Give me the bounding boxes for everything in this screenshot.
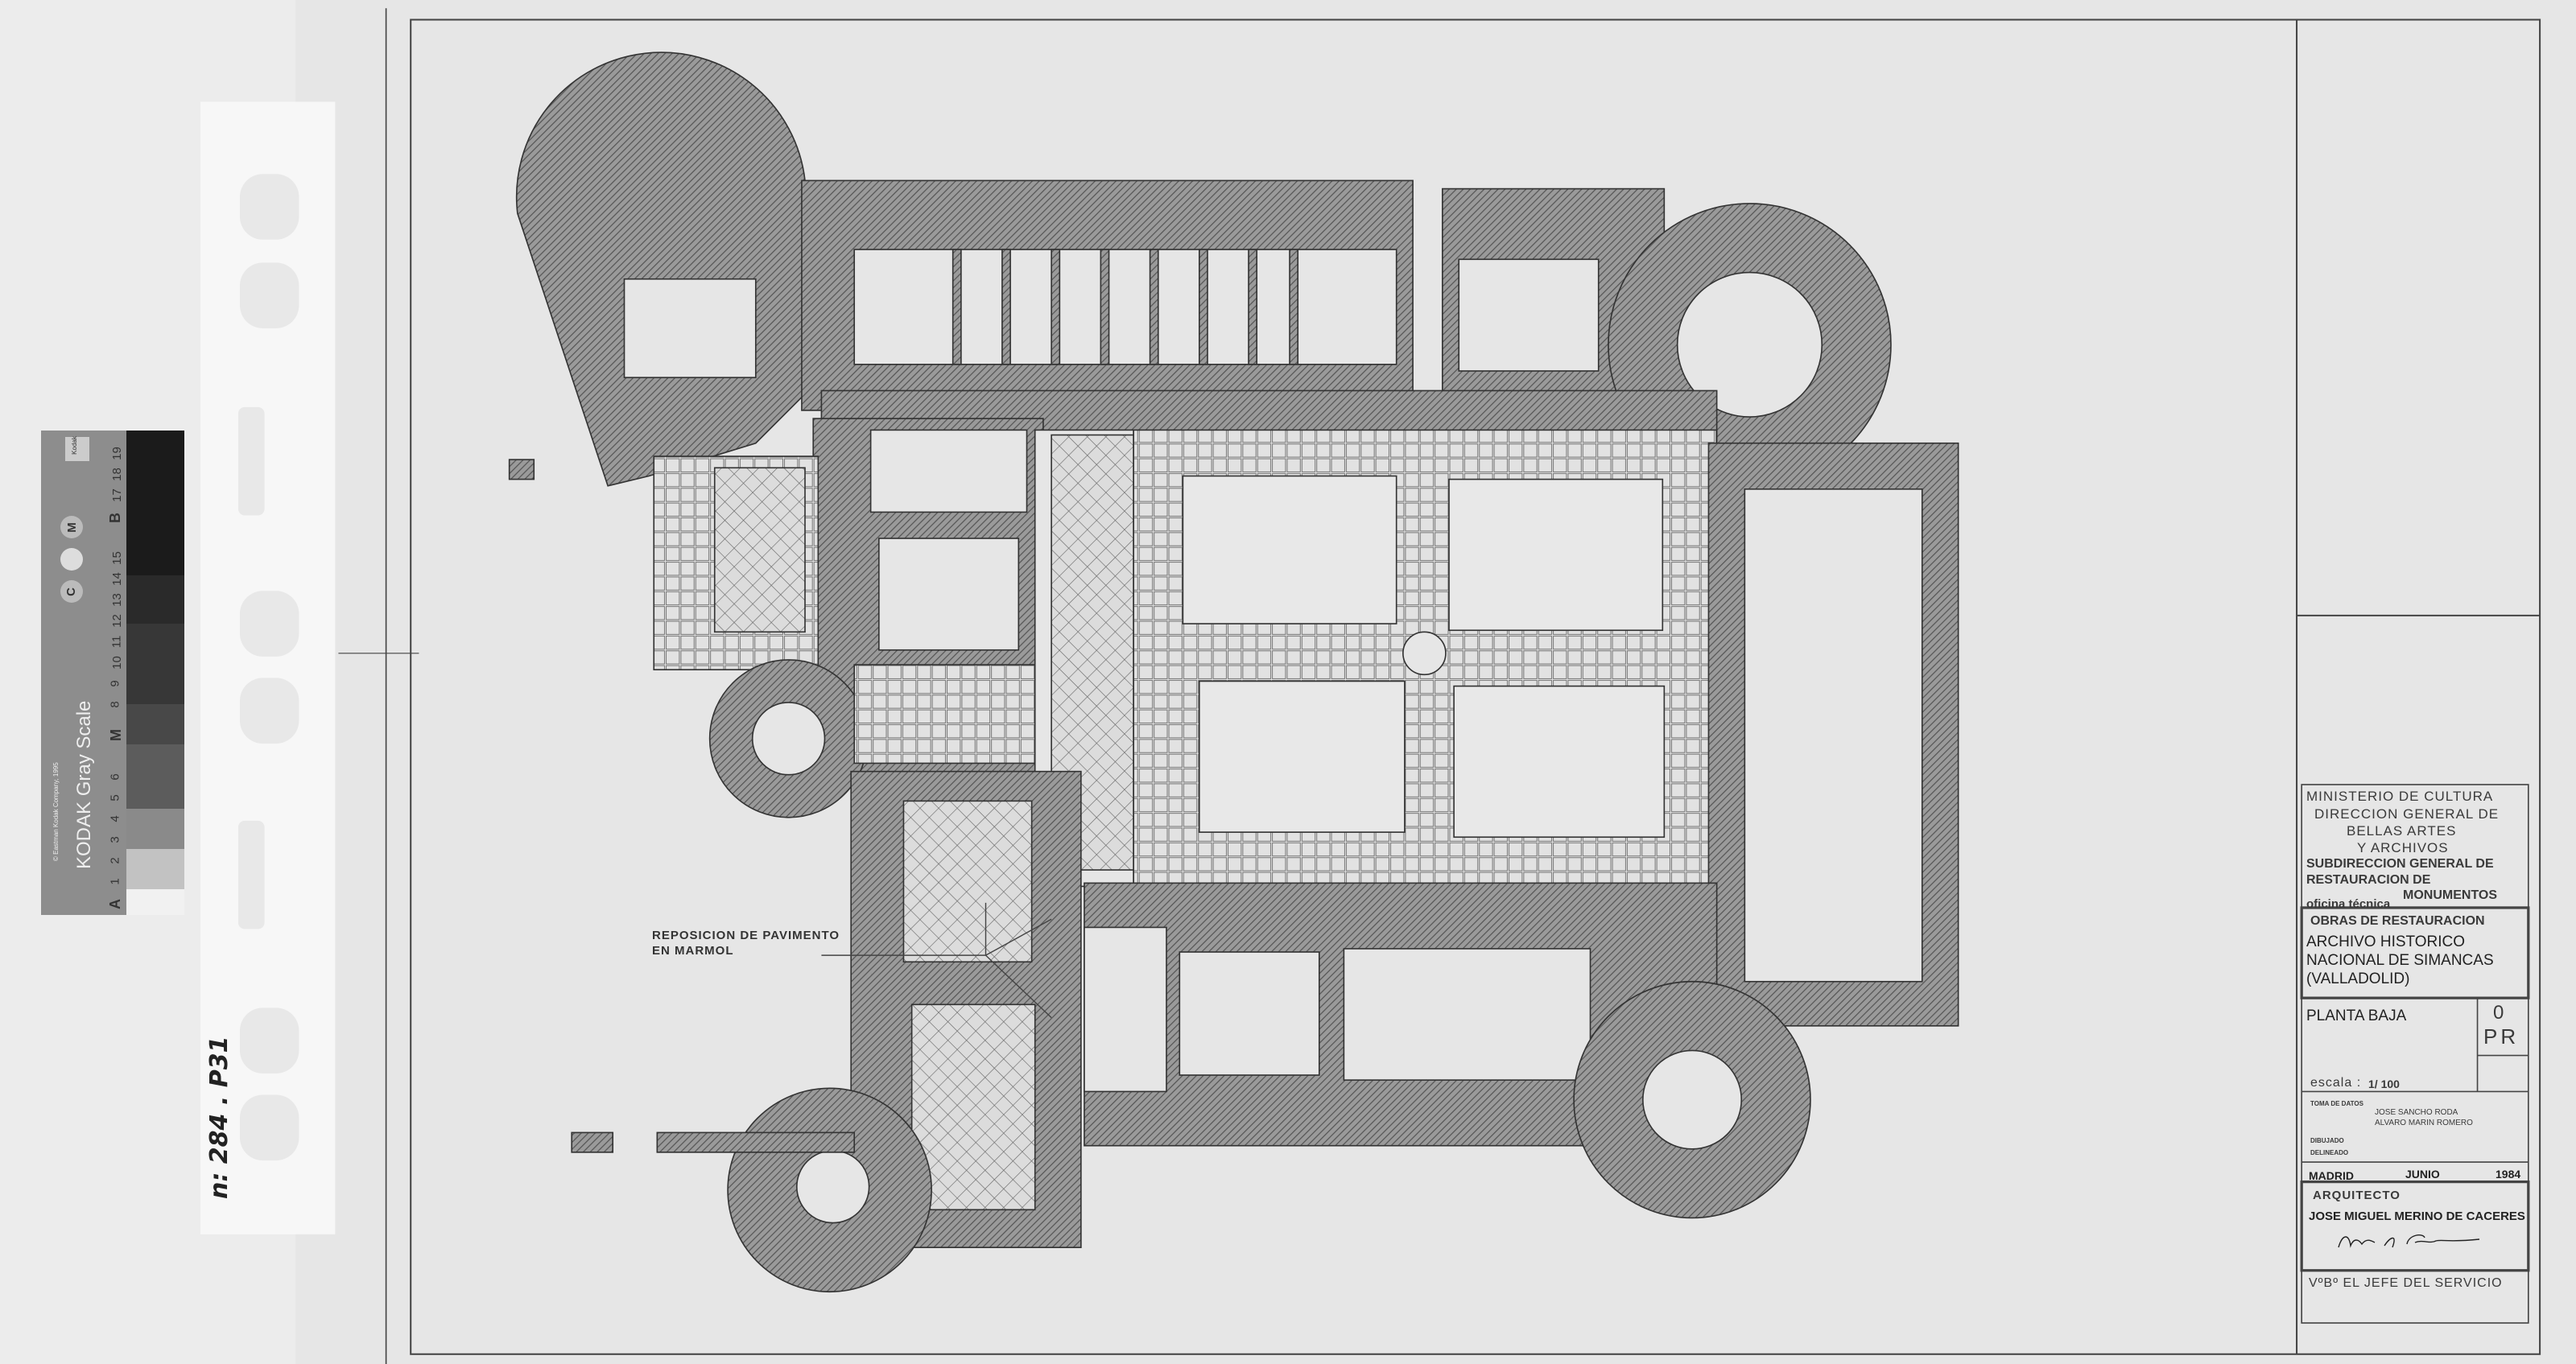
works-heading: OBRAS DE RESTAURACION: [2310, 914, 2485, 928]
ministry-line: MINISTERIO DE CULTURA: [2306, 789, 2494, 804]
subdirection-line: MONUMENTOS: [2403, 888, 2498, 902]
step-label: 4: [108, 815, 122, 822]
step-label: 6: [108, 773, 122, 781]
ministry-line: Y ARCHIVOS: [2357, 840, 2449, 855]
gray-scale-brand: KODAK Gray Scale: [73, 700, 95, 869]
step-label: 10: [109, 656, 124, 670]
marker-c: C: [64, 587, 78, 596]
marker-m2: M: [64, 522, 79, 533]
title-block-frame: [2300, 784, 2530, 1324]
handwritten-reference: n: 284 . P31: [205, 1036, 233, 1199]
sheet-number: 0: [2493, 1002, 2504, 1024]
year: 1984: [2496, 1168, 2521, 1181]
step-label: 12: [109, 614, 124, 628]
surveyor-name: ALVARO MARIN ROMERO: [2375, 1119, 2473, 1127]
architect-name: JOSE MIGUEL MERINO DE CACERES: [2309, 1209, 2525, 1223]
gray-scale-steps: [60, 431, 184, 915]
project-line: ARCHIVO HISTORICO: [2306, 933, 2466, 950]
ministry-line: BELLAS ARTES: [2347, 823, 2457, 839]
step-label: 18: [109, 468, 124, 481]
step-label: 15: [109, 551, 124, 565]
project-line: NACIONAL DE SIMANCAS: [2306, 952, 2494, 969]
office-label: oficina técnica: [2306, 897, 2391, 911]
film-strip: [200, 101, 336, 1234]
sheet-title: PLANTA BAJA: [2306, 1008, 2407, 1024]
approval-label: VºBº EL JEFE DEL SERVICIO: [2309, 1276, 2503, 1290]
architect-label: ARQUITECTO: [2313, 1189, 2401, 1202]
city: MADRID: [2309, 1169, 2354, 1182]
plan-note: REPOSICION DE PAVIMENTO EN MARMOL: [652, 928, 840, 958]
drawing-frame: [338, 8, 2541, 1364]
ministry-line: DIRECCION GENERAL DE: [2314, 806, 2500, 822]
step-label: 5: [108, 794, 122, 802]
survey-label: TOMA DE DATOS: [2310, 1100, 2363, 1107]
subdirection-line: RESTAURACION DE: [2306, 873, 2431, 887]
step-label: 2: [108, 857, 122, 864]
scale-value: 1/ 100: [2368, 1078, 2400, 1090]
delineated-label: DELINEADO: [2310, 1149, 2349, 1156]
step-label: 11: [109, 635, 124, 649]
note-line: REPOSICION DE PAVIMENTO: [652, 929, 840, 942]
drawn-label: DIBUJADO: [2310, 1137, 2344, 1144]
step-label: 8: [108, 701, 122, 708]
marker-a: A: [107, 899, 123, 909]
kodak-gray-scale: KODAK Gray Scale © Eastman Kodak Company…: [41, 431, 184, 915]
step-label: 17: [109, 488, 124, 502]
floor-plan: [508, 52, 1959, 1293]
step-label: 1: [108, 878, 122, 885]
step-label: 3: [108, 836, 122, 843]
note-line: EN MARMOL: [652, 944, 734, 958]
step-label: 14: [109, 572, 124, 586]
project-line: (VALLADOLID): [2306, 970, 2410, 987]
kodak-logo: Kodak: [70, 436, 78, 455]
step-label: 9: [108, 680, 122, 687]
month: JUNIO: [2405, 1168, 2440, 1181]
marker-m: M: [108, 729, 124, 741]
step-label: 13: [109, 593, 124, 607]
sheet-code: PR: [2483, 1024, 2520, 1049]
marker-b: B: [107, 513, 123, 523]
scale-label: escala :: [2310, 1076, 2362, 1090]
gray-scale-copyright: © Eastman Kodak Company, 1995: [52, 762, 60, 861]
surveyor-name: JOSE SANCHO RODA: [2375, 1108, 2458, 1117]
step-label: 19: [109, 447, 124, 460]
subdirection-line: SUBDIRECCION GENERAL DE: [2306, 857, 2494, 871]
architect-signature: [2338, 1234, 2480, 1248]
